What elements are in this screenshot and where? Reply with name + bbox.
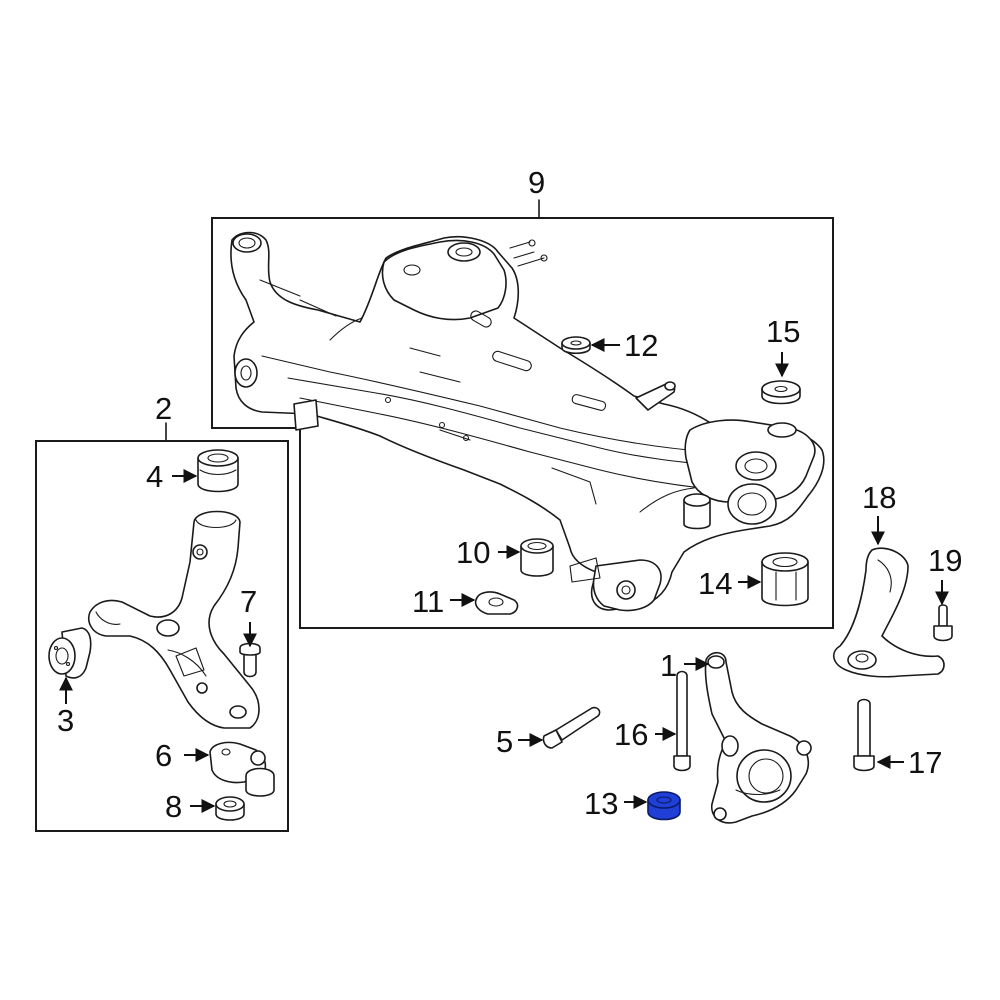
bolt-part-7[interactable] — [239, 642, 261, 678]
nut-part-13-highlighted[interactable] — [647, 791, 681, 821]
washer-part-12[interactable] — [561, 336, 591, 355]
callout-2[interactable]: 2 — [155, 391, 172, 426]
bushing-part-14[interactable] — [761, 552, 809, 607]
bolt-part-5[interactable] — [542, 706, 601, 749]
callout-12[interactable]: 12 — [624, 328, 658, 363]
callout-3[interactable]: 3 — [57, 703, 74, 738]
leader-arrows — [59, 338, 949, 813]
callout-19[interactable]: 19 — [928, 543, 962, 578]
callout-11[interactable]: 11 — [412, 584, 444, 619]
callout-9[interactable]: 9 — [528, 165, 545, 200]
washer-part-15[interactable] — [761, 380, 801, 405]
callout-13[interactable]: 13 — [584, 786, 618, 821]
callout-17[interactable]: 17 — [908, 745, 942, 780]
bushing-part-10[interactable] — [520, 538, 554, 577]
knuckle-part-1[interactable] — [704, 651, 812, 824]
callout-1[interactable]: 1 — [660, 648, 677, 683]
bushing-part-4[interactable] — [197, 449, 239, 493]
callout-4[interactable]: 4 — [146, 459, 163, 494]
nut-part-8[interactable] — [215, 796, 245, 821]
callout-7[interactable]: 7 — [240, 584, 257, 619]
callout-8[interactable]: 8 — [165, 789, 182, 824]
callout-16[interactable]: 16 — [614, 717, 648, 752]
group-box-9 — [211, 217, 834, 629]
control-arm-part-2[interactable] — [88, 510, 260, 729]
bracket-part-18[interactable] — [833, 547, 945, 678]
ball-joint-part-6[interactable] — [209, 741, 275, 797]
plate-part-11[interactable] — [474, 591, 519, 615]
callout-5[interactable]: 5 — [496, 724, 513, 759]
callout-6[interactable]: 6 — [155, 738, 172, 773]
callout-14[interactable]: 14 — [698, 566, 732, 601]
group-box-2 — [35, 440, 289, 832]
bushing-part-3[interactable] — [48, 627, 92, 679]
bolt-part-19[interactable] — [933, 604, 953, 642]
bolt-part-17[interactable] — [853, 698, 875, 772]
callout-labels: 1 2 3 4 5 6 7 8 9 10 11 12 13 14 15 16 1… — [57, 165, 962, 824]
callout-10[interactable]: 10 — [456, 535, 490, 570]
callout-15[interactable]: 15 — [766, 314, 800, 349]
bolt-part-16[interactable] — [673, 670, 691, 772]
callout-18[interactable]: 18 — [862, 480, 896, 515]
crossmember-part-9[interactable] — [230, 231, 825, 612]
